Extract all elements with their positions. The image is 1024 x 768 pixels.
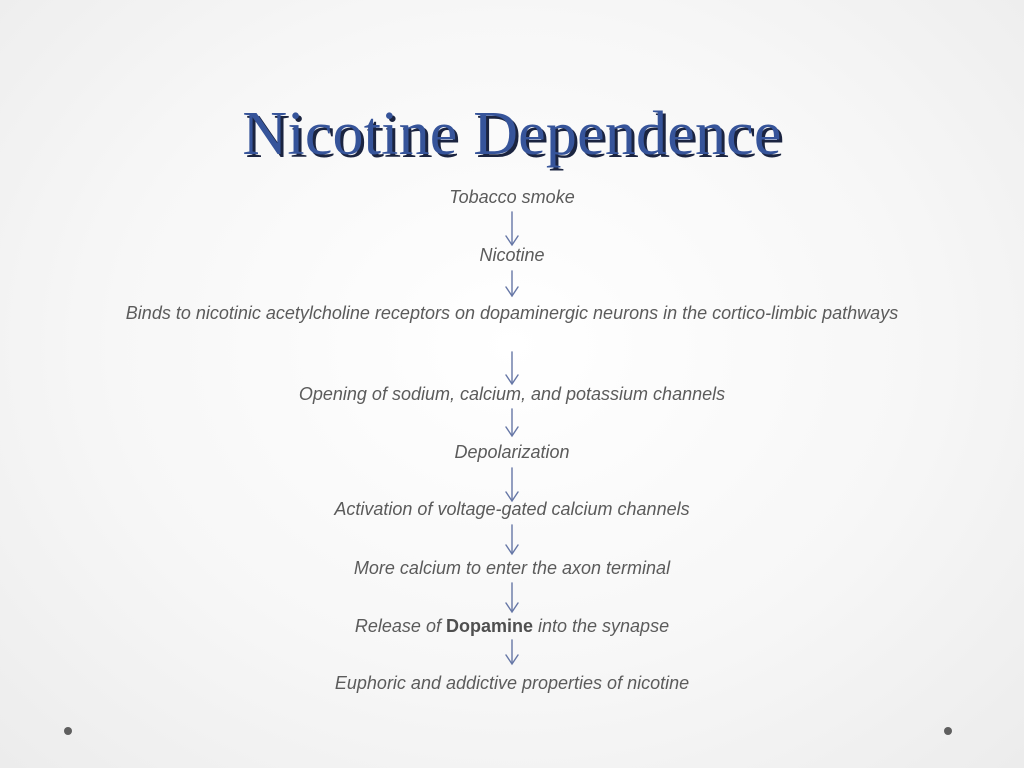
- arrow-down-icon: [505, 524, 519, 556]
- arrow-down-icon: [505, 351, 519, 386]
- dopamine-emphasis: Dopamine: [445, 616, 533, 636]
- flow-step-tobacco-smoke: Tobacco smoke: [449, 187, 575, 207]
- corner-dot-left: [64, 727, 72, 735]
- slide-title: Nicotine Dependence: [242, 100, 782, 168]
- release-suffix: into the synapse: [532, 616, 670, 636]
- arrow-down-icon: [505, 582, 519, 614]
- flow-step-euphoric-properties: Euphoric and addictive properties of nic…: [334, 673, 690, 693]
- flow-step-dopamine-release: Release of Dopamine into the synapse: [80, 615, 944, 638]
- arrow-down-icon: [505, 467, 519, 503]
- flow-step-depolarization: Depolarization: [454, 442, 570, 462]
- flow-step-channel-opening: Opening of sodium, calcium, and potassiu…: [298, 384, 726, 404]
- release-prefix: Release of: [354, 616, 446, 636]
- flow-step-calcium-entry: More calcium to enter the axon terminal: [353, 558, 671, 578]
- flow-step-calcium-channel-activation: Activation of voltage-gated calcium chan…: [334, 499, 690, 519]
- arrow-down-icon: [505, 270, 519, 298]
- flow-step-binds-receptors: Binds to nicotinic acetylcholine recepto…: [125, 303, 899, 323]
- corner-dot-right: [944, 727, 952, 735]
- flow-step-nicotine: Nicotine: [479, 245, 545, 265]
- arrow-down-icon: [505, 639, 519, 666]
- arrow-down-icon: [505, 211, 519, 247]
- arrow-down-icon: [505, 408, 519, 438]
